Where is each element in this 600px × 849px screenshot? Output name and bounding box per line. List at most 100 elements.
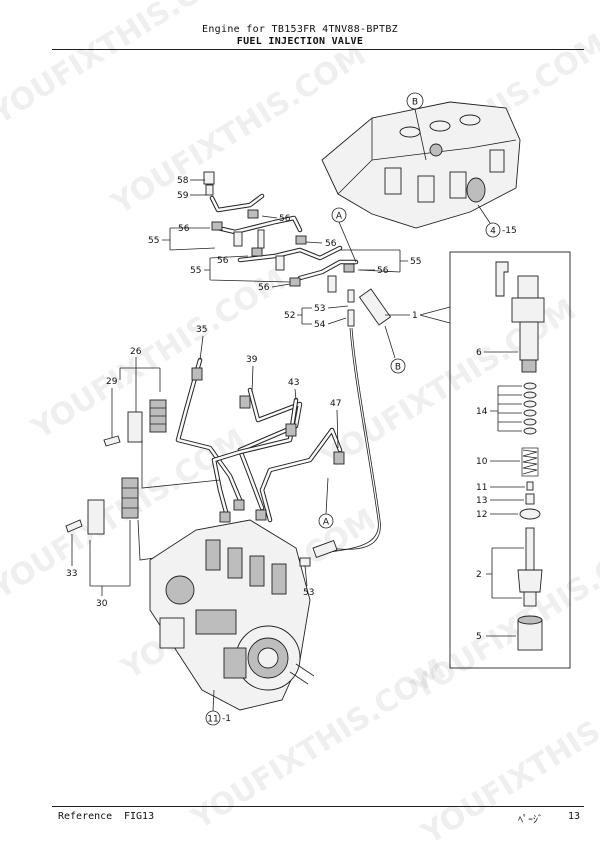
footer-figure-number: FIG13 xyxy=(124,811,155,822)
leader-line xyxy=(141,440,221,489)
callout-26: 26 xyxy=(130,347,142,357)
bracket-line xyxy=(490,385,522,432)
return-hose xyxy=(329,327,381,550)
ref-fig4-label: 4 xyxy=(490,227,496,237)
leader-line xyxy=(199,335,204,361)
callout-30: 30 xyxy=(96,599,108,609)
ref-marker-a-label: A xyxy=(323,518,330,528)
callout-58: 58 xyxy=(177,176,189,186)
callout-56: 56 xyxy=(377,266,389,276)
callout-12: 12 xyxy=(476,510,487,520)
footer-reference: Reference xyxy=(58,811,113,822)
leader-line xyxy=(384,325,396,359)
callout-59: 59 xyxy=(177,191,189,201)
cylinder-head-part xyxy=(321,101,521,229)
callout-29: 29 xyxy=(106,377,118,387)
callout-35: 35 xyxy=(196,325,207,335)
callout-56: 56 xyxy=(279,214,291,224)
ref-marker-b-label: B xyxy=(412,98,418,108)
callout-54: 54 xyxy=(314,320,326,330)
spring-seat-part xyxy=(526,481,534,491)
callout-2: 2 xyxy=(476,570,482,580)
ref-fig11-suffix: -1 xyxy=(222,714,231,724)
callout-13: 13 xyxy=(476,496,487,506)
leader-line xyxy=(212,689,215,712)
nozzle-spring-part xyxy=(521,447,539,477)
callout-39: 39 xyxy=(246,355,258,365)
injector-nozzle-holder-part xyxy=(495,261,545,373)
callout-33: 33 xyxy=(66,569,77,579)
leader-line xyxy=(338,221,357,263)
leader-line xyxy=(336,409,339,449)
footer-rule xyxy=(52,806,584,807)
footer-page-label: ﾍﾟｰｼﾞ xyxy=(518,815,543,826)
watermark-text: YOUFIXTHIS.COM xyxy=(0,0,252,132)
leader-line xyxy=(477,204,491,224)
bracket-line xyxy=(204,255,291,283)
bracket-line xyxy=(89,520,131,596)
bolt-part xyxy=(65,519,83,533)
bracket-line xyxy=(486,547,524,599)
leader-line xyxy=(385,306,451,324)
leader-line xyxy=(414,108,427,161)
callout-10: 10 xyxy=(476,457,488,467)
banjo-bolt-part xyxy=(299,557,311,567)
header-subtitle: FUEL INJECTION VALVE xyxy=(236,36,364,47)
leader-line xyxy=(251,365,254,393)
callout-14: 14 xyxy=(476,407,488,417)
injector-detail-box xyxy=(449,251,571,669)
callout-11: 11 xyxy=(476,483,487,493)
bolt-part xyxy=(103,435,121,447)
callout-55: 55 xyxy=(148,236,159,246)
leader-line xyxy=(325,477,329,515)
callout-53: 53 xyxy=(303,588,314,598)
callout-56: 56 xyxy=(325,239,337,249)
leader-line xyxy=(271,283,291,288)
bracket-line xyxy=(162,227,216,251)
pipe-clamp-part xyxy=(87,477,139,535)
footer-page-number: 13 xyxy=(568,811,581,822)
ref-fig4-suffix: -15 xyxy=(502,226,517,236)
callout-52: 52 xyxy=(284,311,295,321)
leader-line xyxy=(327,305,349,309)
leader-line xyxy=(304,565,308,587)
bracket-line xyxy=(119,357,161,430)
nozzle-nut-part xyxy=(517,615,543,651)
callout-56: 56 xyxy=(217,256,229,266)
return-hose xyxy=(329,327,379,553)
leader-line xyxy=(305,241,323,244)
callout-56: 56 xyxy=(258,283,270,293)
injection-pump-part xyxy=(149,519,315,711)
callout-47: 47 xyxy=(330,399,341,409)
leader-line xyxy=(327,317,347,325)
ref-marker-a-label: A xyxy=(336,212,343,222)
callout-53: 53 xyxy=(314,304,325,314)
callout-55: 55 xyxy=(410,257,421,267)
ref-marker-fig4 xyxy=(485,222,501,238)
hose-sleeve-part xyxy=(312,539,338,559)
bracket-line xyxy=(297,307,312,325)
distance-piece-part xyxy=(519,508,541,520)
injection-pipes-upper xyxy=(203,171,392,327)
leader-line xyxy=(294,388,297,401)
leader-line xyxy=(261,215,278,219)
pipe-clamp-part xyxy=(127,399,167,443)
callout-5: 5 xyxy=(476,632,482,642)
header-title: Engine for TB153FR 4TNV88-BPTBZ xyxy=(202,24,398,35)
header-rule xyxy=(52,49,584,50)
ref-fig11-label: 11 xyxy=(207,715,218,725)
push-rod-part xyxy=(525,493,535,505)
callout-6: 6 xyxy=(476,348,482,358)
bracket-line xyxy=(340,249,408,273)
injection-pipes-lower xyxy=(175,357,345,523)
callout-1: 1 xyxy=(412,311,418,321)
watermark-text: YOUFIXTHIS.COM xyxy=(105,37,372,222)
ref-marker-b-label: B xyxy=(395,363,401,373)
callout-55: 55 xyxy=(190,266,201,276)
nozzle-part xyxy=(517,527,543,607)
ref-marker-b xyxy=(390,358,406,374)
shim-set-part xyxy=(523,382,537,435)
callout-56: 56 xyxy=(178,224,190,234)
callout-43: 43 xyxy=(288,378,299,388)
